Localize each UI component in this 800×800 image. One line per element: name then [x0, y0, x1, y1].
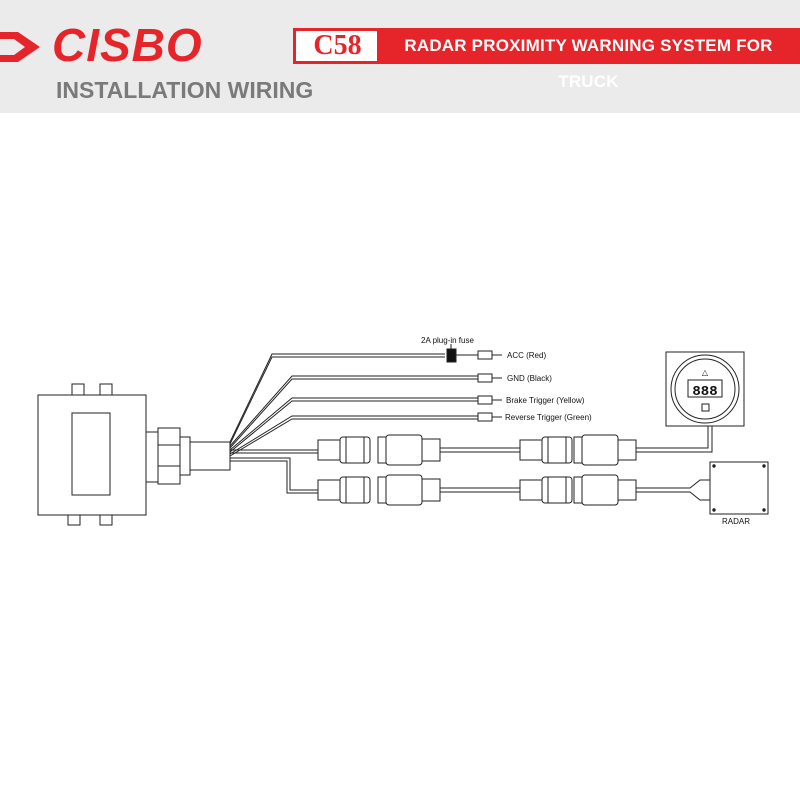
product-badge-fill: [377, 28, 800, 64]
product-title: RADAR PROXIMITY WARNING SYSTEM FOR TRUCK: [404, 36, 773, 91]
brand-logo-text: CISBO: [52, 19, 203, 71]
control-box: [37, 383, 231, 526]
up-indicator-icon: △: [702, 368, 709, 377]
wire-terminals: [477, 373, 502, 422]
fuse-holder: [446, 344, 502, 363]
radar-cable-connectors: [317, 474, 710, 506]
display-digits: 888: [692, 384, 717, 400]
wire-label-gnd: GND (Black): [507, 374, 552, 383]
wire-label-brake: Brake Trigger (Yellow): [506, 396, 585, 405]
brand-logo-mark: [0, 32, 40, 62]
radar-label: RADAR: [722, 517, 750, 526]
model-number: C58: [313, 30, 362, 61]
harness-wires: [229, 353, 478, 494]
page-subtitle: INSTALLATION WIRING: [56, 77, 314, 103]
wire-label-acc: ACC (Red): [507, 351, 546, 360]
fuse-label: 2A plug-in fuse: [421, 336, 474, 345]
display-unit: △ 888: [665, 351, 745, 427]
display-cable-connectors: [317, 426, 713, 466]
radar-sensor: [709, 461, 769, 515]
wire-label-reverse: Reverse Trigger (Green): [505, 413, 592, 422]
